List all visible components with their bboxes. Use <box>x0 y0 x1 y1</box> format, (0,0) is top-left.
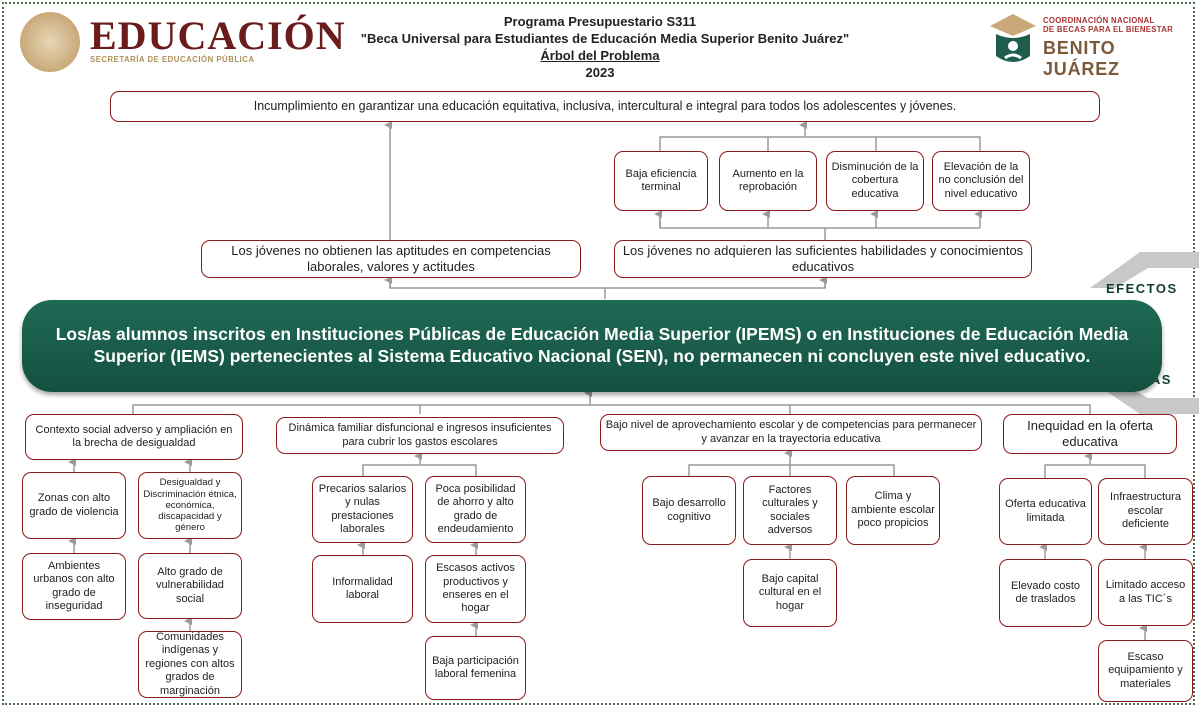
cause-box-informalidad: Informalidad laboral <box>312 555 413 623</box>
cause-box-capital-cultural: Bajo capital cultural en el hogar <box>743 559 837 627</box>
cause-box-tics: Limitado acceso a las TIC´s <box>1098 559 1193 626</box>
educacion-logo-text: EDUCACIÓN <box>90 13 346 58</box>
effect-box-eficiencia: Baja eficiencia terminal <box>614 151 708 211</box>
cause-box-costo-traslados: Elevado costo de traslados <box>999 559 1092 627</box>
becas-line2: DE BECAS PARA EL BIENESTAR <box>1043 24 1174 34</box>
cause-box-dinamica-familiar: Dinámica familiar disfuncional e ingreso… <box>276 417 564 454</box>
cause-box-inequidad: Inequidad en la oferta educativa <box>1003 414 1177 454</box>
cause-box-ahorro: Poca posibilidad de ahorro y alto grado … <box>425 476 526 543</box>
cause-box-oferta-limitada: Oferta educativa limitada <box>999 478 1092 545</box>
program-line: Programa Presupuestario S311 <box>503 14 697 29</box>
becas-emblem-icon <box>990 14 1036 62</box>
becas-line1: COORDINACIÓN NACIONAL <box>1043 16 1155 25</box>
cause-box-contexto-social: Contexto social adverso y ampliación en … <box>25 414 243 460</box>
cause-box-activos: Escasos activos productivos y enseres en… <box>425 555 526 623</box>
effect-box-habilidades: Los jóvenes no adquieren las suficientes… <box>614 240 1032 278</box>
effect-top-box: Incumplimiento en garantizar una educaci… <box>110 91 1100 122</box>
cause-box-equipamiento: Escaso equipamiento y materiales <box>1098 640 1193 702</box>
cause-box-inseguridad: Ambientes urbanos con alto grado de inse… <box>22 553 126 620</box>
becas-coordination-text: COORDINACIÓN NACIONAL DE BECAS PARA EL B… <box>1043 16 1174 35</box>
effect-box-aptitudes: Los jóvenes no obtienen las aptitudes en… <box>201 240 581 278</box>
year-label: 2023 <box>585 65 615 80</box>
effect-box-no-conclusion: Elevación de la no conclusión del nivel … <box>932 151 1030 211</box>
document-title: Árbol del Problema <box>540 48 660 63</box>
becas-name: BENITO JUÁREZ <box>1043 38 1120 79</box>
becas-logo: COORDINACIÓN NACIONAL DE BECAS PARA EL B… <box>988 12 1198 79</box>
effect-box-reprobacion: Aumento en la reprobación <box>719 151 817 211</box>
effect-box-cobertura: Disminución de la cobertura educativa <box>826 151 924 211</box>
cause-box-participacion-femenina: Baja participación laboral femenina <box>425 636 526 700</box>
cause-box-aprovechamiento: Bajo nivel de aprovechamiento escolar y … <box>600 414 982 451</box>
sep-logo: EDUCACIÓN SECRETARÍA DE EDUCACIÓN PÚBLIC… <box>20 12 345 72</box>
cause-box-infraestructura: Infraestructura escolar deficiente <box>1098 478 1193 545</box>
national-seal-icon <box>20 12 80 72</box>
program-name: "Beca Universal para Estudiantes de Educ… <box>360 31 850 46</box>
cause-box-marginacion: Comunidades indígenas y regiones con alt… <box>138 631 242 698</box>
central-problem-banner: Los/as alumnos inscritos en Institucione… <box>22 300 1162 392</box>
effects-tag: EFECTOS <box>1106 281 1178 296</box>
cause-box-discriminacion: Desigualdad y Discriminación étnica, eco… <box>138 472 242 539</box>
cause-box-vulnerabilidad: Alto grado de vulnerabilidad social <box>138 553 242 619</box>
cause-box-factores-culturales: Factores culturales y sociales adversos <box>743 476 837 545</box>
cause-box-salarios: Precarios salarios y nulas prestaciones … <box>312 476 413 543</box>
cause-box-violencia: Zonas con alto grado de violencia <box>22 472 126 539</box>
cause-box-clima-escolar: Clima y ambiente escolar poco propicios <box>846 476 940 545</box>
cause-box-desarrollo-cognitivo: Bajo desarrollo cognitivo <box>642 476 736 545</box>
sep-subtitle: SECRETARÍA DE EDUCACIÓN PÚBLICA <box>90 55 255 64</box>
